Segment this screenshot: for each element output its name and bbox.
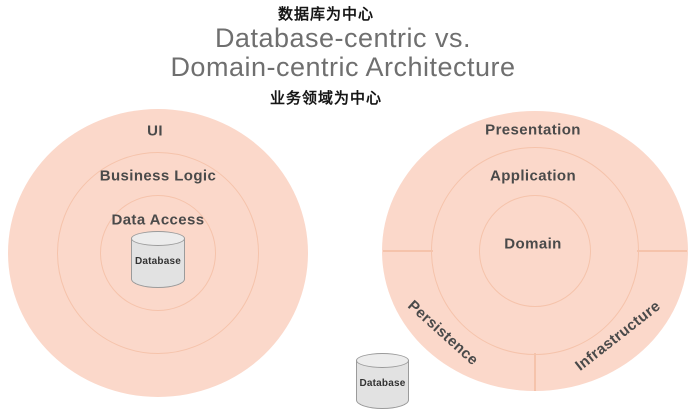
domain-ring-label: Domain	[504, 235, 562, 253]
bottom-segment-divider	[534, 353, 536, 391]
title-line-2: Domain-centric Architecture	[170, 52, 516, 82]
cylinder-body	[356, 360, 409, 409]
page-title: Database-centric vs.Domain-centric Archi…	[170, 24, 515, 82]
caption-database-centric-cn: 数据库为中心	[277, 6, 375, 23]
data-access-ring-label: Data Access	[111, 211, 205, 229]
presentation-ring-label: Presentation	[485, 121, 581, 139]
title-line-1: Database-centric vs.	[214, 23, 472, 53]
caption-domain-centric-cn: 业务领域为中心	[269, 90, 383, 107]
ui-ring-label: UI	[147, 122, 163, 140]
cylinder-body	[131, 238, 185, 288]
database-label: Database	[134, 256, 182, 267]
database-cylinder-icon: Database	[131, 231, 185, 288]
cylinder-top-ellipse	[356, 353, 409, 368]
cylinder-top-ellipse	[131, 231, 185, 246]
left-inner-ring	[100, 195, 216, 311]
right-segment-divider	[637, 250, 687, 252]
left-middle-ring	[57, 152, 259, 354]
database-label: Database	[359, 378, 406, 389]
left-segment-divider	[383, 250, 433, 252]
application-ring-label: Application	[489, 167, 577, 185]
business-logic-ring-label: Business Logic	[99, 167, 217, 185]
right-inner-ring	[479, 195, 591, 307]
external-database-cylinder-icon: Database	[356, 353, 409, 409]
